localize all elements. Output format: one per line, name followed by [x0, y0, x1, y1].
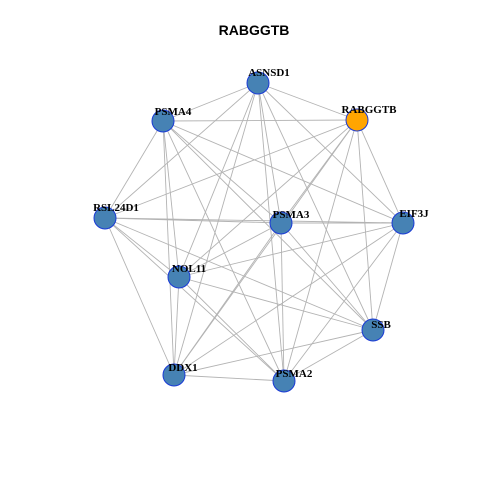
node-label-psma2: PSMA2 [276, 368, 313, 380]
edge-rabggtb-eif3j [356, 119, 404, 224]
edge-asnsd1-psma4 [162, 82, 259, 122]
node-label-eif3j: EIF3J [399, 208, 429, 220]
edge-asnsd1-psma2 [257, 82, 285, 382]
node-psma4[interactable] [151, 109, 175, 133]
edge-asnsd1-psma3 [257, 82, 282, 224]
edge-psma3-psma2 [280, 222, 285, 382]
edge-psma4-ssb [162, 120, 374, 331]
node-label-asnsd1: ASNSD1 [248, 67, 290, 79]
edge-nol11-ssb [178, 276, 374, 331]
diagram-title: RABGGTB [219, 22, 290, 38]
edge-nol11-psma2 [178, 276, 285, 382]
edge-asnsd1-rabggtb [257, 82, 358, 121]
node-label-ddx1: DDX1 [168, 362, 197, 374]
edge-rabggtb-ssb [356, 119, 374, 331]
edge-ddx1-psma2 [173, 374, 285, 382]
edge-asnsd1-eif3j [257, 82, 404, 224]
edge-eif3j-ddx1 [173, 222, 404, 376]
edge-ssb-ddx1 [173, 329, 374, 376]
edge-psma3-ssb [280, 222, 374, 331]
edge-rabggtb-psma2 [283, 119, 358, 382]
edge-psma3-ddx1 [173, 222, 282, 376]
node-eif3j[interactable] [391, 211, 415, 235]
edge-rabggtb-ddx1 [173, 119, 358, 376]
node-psma3[interactable] [269, 211, 293, 235]
edge-rsl24d1-eif3j [104, 217, 404, 224]
node-psma2[interactable] [272, 369, 296, 393]
edge-asnsd1-nol11 [178, 82, 259, 278]
edge-psma4-psma2 [162, 120, 285, 382]
node-label-nol11: NOL11 [172, 263, 206, 275]
edge-layer [104, 82, 404, 382]
edge-rabggtb-nol11 [178, 119, 358, 278]
node-nol11[interactable] [167, 265, 191, 289]
node-ddx1[interactable] [162, 363, 186, 387]
node-label-rabggtb: RABGGTB [341, 104, 397, 116]
edge-eif3j-ssb [372, 222, 404, 331]
edge-ssb-psma2 [283, 329, 374, 382]
edge-psma3-nol11 [178, 222, 282, 278]
edge-rsl24d1-nol11 [104, 217, 180, 278]
edge-rsl24d1-ssb [104, 217, 374, 331]
node-rsl24d1[interactable] [93, 206, 117, 230]
edge-eif3j-nol11 [178, 222, 404, 278]
edge-psma4-rsl24d1 [104, 120, 164, 219]
edge-rabggtb-rsl24d1 [104, 119, 358, 219]
edge-nol11-ddx1 [173, 276, 180, 376]
node-layer [93, 71, 415, 393]
edge-asnsd1-ddx1 [173, 82, 259, 376]
edge-psma4-ddx1 [162, 120, 175, 376]
node-label-psma4: PSMA4 [155, 106, 192, 118]
edge-psma4-rabggtb [162, 119, 358, 122]
edge-rsl24d1-ddx1 [104, 217, 175, 376]
node-label-rsl24d1: RSL24D1 [93, 202, 139, 214]
node-ssb[interactable] [361, 318, 385, 342]
node-asnsd1[interactable] [246, 71, 270, 95]
node-label-psma3: PSMA3 [273, 209, 310, 221]
node-label-ssb: SSB [371, 319, 391, 331]
edge-rsl24d1-psma2 [104, 217, 285, 382]
edge-psma4-psma3 [162, 120, 282, 224]
edge-psma4-nol11 [162, 120, 180, 278]
edge-asnsd1-rsl24d1 [104, 82, 259, 219]
edge-psma4-eif3j [162, 120, 404, 224]
edge-eif3j-psma2 [283, 222, 404, 382]
node-rabggtb[interactable] [345, 108, 369, 132]
